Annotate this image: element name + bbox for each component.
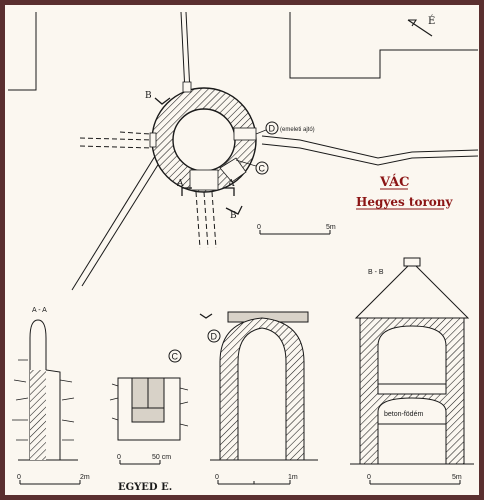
mark-d-plan: D	[269, 124, 276, 134]
mark-a-left: A	[176, 179, 184, 189]
scale-bar-bb	[369, 480, 461, 485]
section-aa-label: A - A	[32, 307, 47, 314]
mark-c-detail: C	[172, 352, 179, 362]
mark-b-bottom: B	[230, 211, 237, 221]
north-arrow-icon	[407, 19, 433, 37]
wall-east	[261, 135, 479, 159]
scale-aa-zero: 0	[17, 474, 21, 481]
scale-plan-end: 5m	[326, 224, 336, 231]
wall-east-2	[261, 143, 479, 166]
mark-b-top: B	[145, 91, 152, 101]
scale-c-end: 50 cm	[152, 454, 171, 461]
floor-label: beton-födém	[384, 411, 423, 418]
section-bb-label: B - B	[368, 269, 384, 276]
scale-c-zero: 0	[117, 454, 121, 461]
upper-door-label: (emeleti ajtó)	[280, 127, 315, 133]
tower-plan	[149, 81, 257, 193]
scale-aa-end: 2m	[80, 474, 90, 481]
wall-southwest	[71, 147, 161, 291]
detail-c-window	[109, 377, 189, 441]
scale-d-end: 1m	[288, 474, 298, 481]
mark-d-detail: D	[211, 332, 218, 342]
section-aa	[12, 319, 78, 461]
building-outline-left	[8, 12, 37, 91]
site-plan	[8, 11, 479, 291]
scale-bar-d	[217, 480, 291, 485]
mark-a-right: A	[227, 179, 235, 189]
author-label: EGYED E.	[118, 482, 172, 493]
scale-plan-zero: 0	[257, 224, 261, 231]
section-bb	[350, 257, 474, 465]
north-label: É	[428, 15, 435, 27]
building-outline-right	[289, 12, 478, 79]
town-title: VÁC	[379, 174, 410, 190]
section-marks	[154, 97, 243, 215]
scale-bar-c	[119, 460, 161, 465]
scale-bb-zero: 0	[367, 474, 371, 481]
mark-c-plan: C	[259, 164, 266, 174]
wall-southwest-2	[81, 151, 167, 287]
scale-bb-end: 5m	[452, 474, 462, 481]
scale-bar-plan	[259, 230, 331, 235]
scale-bar-aa	[19, 480, 81, 485]
scale-d-zero: 0	[215, 474, 219, 481]
tower-title: Hegyes torony	[356, 195, 454, 209]
detail-d-door	[199, 311, 318, 461]
